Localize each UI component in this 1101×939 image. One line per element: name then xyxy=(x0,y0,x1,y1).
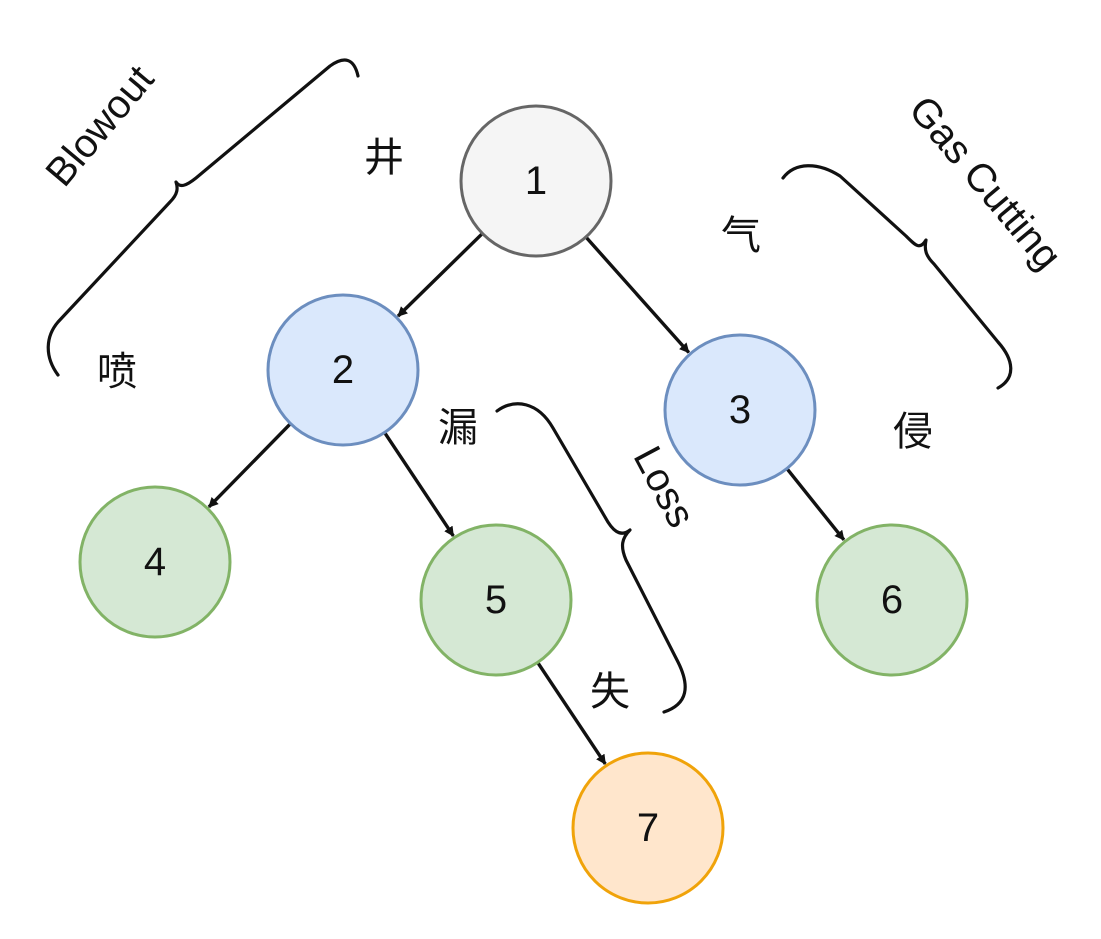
edges-layer xyxy=(207,232,846,765)
edge-1-2 xyxy=(396,232,483,318)
char-jing: 井 xyxy=(364,135,404,181)
node-4-circle xyxy=(78,485,232,639)
node-1-circle xyxy=(459,104,613,258)
loss-brace xyxy=(495,402,687,714)
node-2-label: 2 xyxy=(332,348,354,392)
char-shi: 失 xyxy=(590,669,630,715)
node-3-circle xyxy=(663,333,817,487)
node-5: 5 xyxy=(419,523,573,677)
node-5-label: 5 xyxy=(485,578,507,622)
node-2: 2 xyxy=(266,293,420,447)
char-lou: 漏 xyxy=(438,405,478,451)
edge-5-7 xyxy=(536,662,607,765)
node-4-label: 4 xyxy=(144,540,166,584)
node-1-label: 1 xyxy=(525,159,547,203)
node-7-label: 7 xyxy=(637,806,659,850)
node-6: 6 xyxy=(815,523,969,677)
node-6-label: 6 xyxy=(881,578,903,622)
node-6-circle xyxy=(815,523,969,677)
node-4: 4 xyxy=(78,485,232,639)
blowout-brace xyxy=(46,58,360,377)
char-qin: 侵 xyxy=(893,409,933,455)
node-5-circle xyxy=(419,523,573,677)
node-3: 3 xyxy=(663,333,817,487)
node-2-circle xyxy=(266,293,420,447)
char-qi: 气 xyxy=(721,213,761,259)
blowout-label: Blowout xyxy=(37,57,162,194)
node-7: 7 xyxy=(571,751,725,905)
gas-cutting-brace xyxy=(781,164,1013,390)
node-7-circle xyxy=(571,751,725,905)
node-3-label: 3 xyxy=(729,388,751,432)
char-pen: 喷 xyxy=(97,349,137,395)
edge-3-6 xyxy=(786,468,846,541)
edge-1-3 xyxy=(585,236,691,354)
edge-2-4 xyxy=(207,423,292,509)
node-1: 1 xyxy=(459,104,613,258)
edge-2-5 xyxy=(383,432,455,537)
